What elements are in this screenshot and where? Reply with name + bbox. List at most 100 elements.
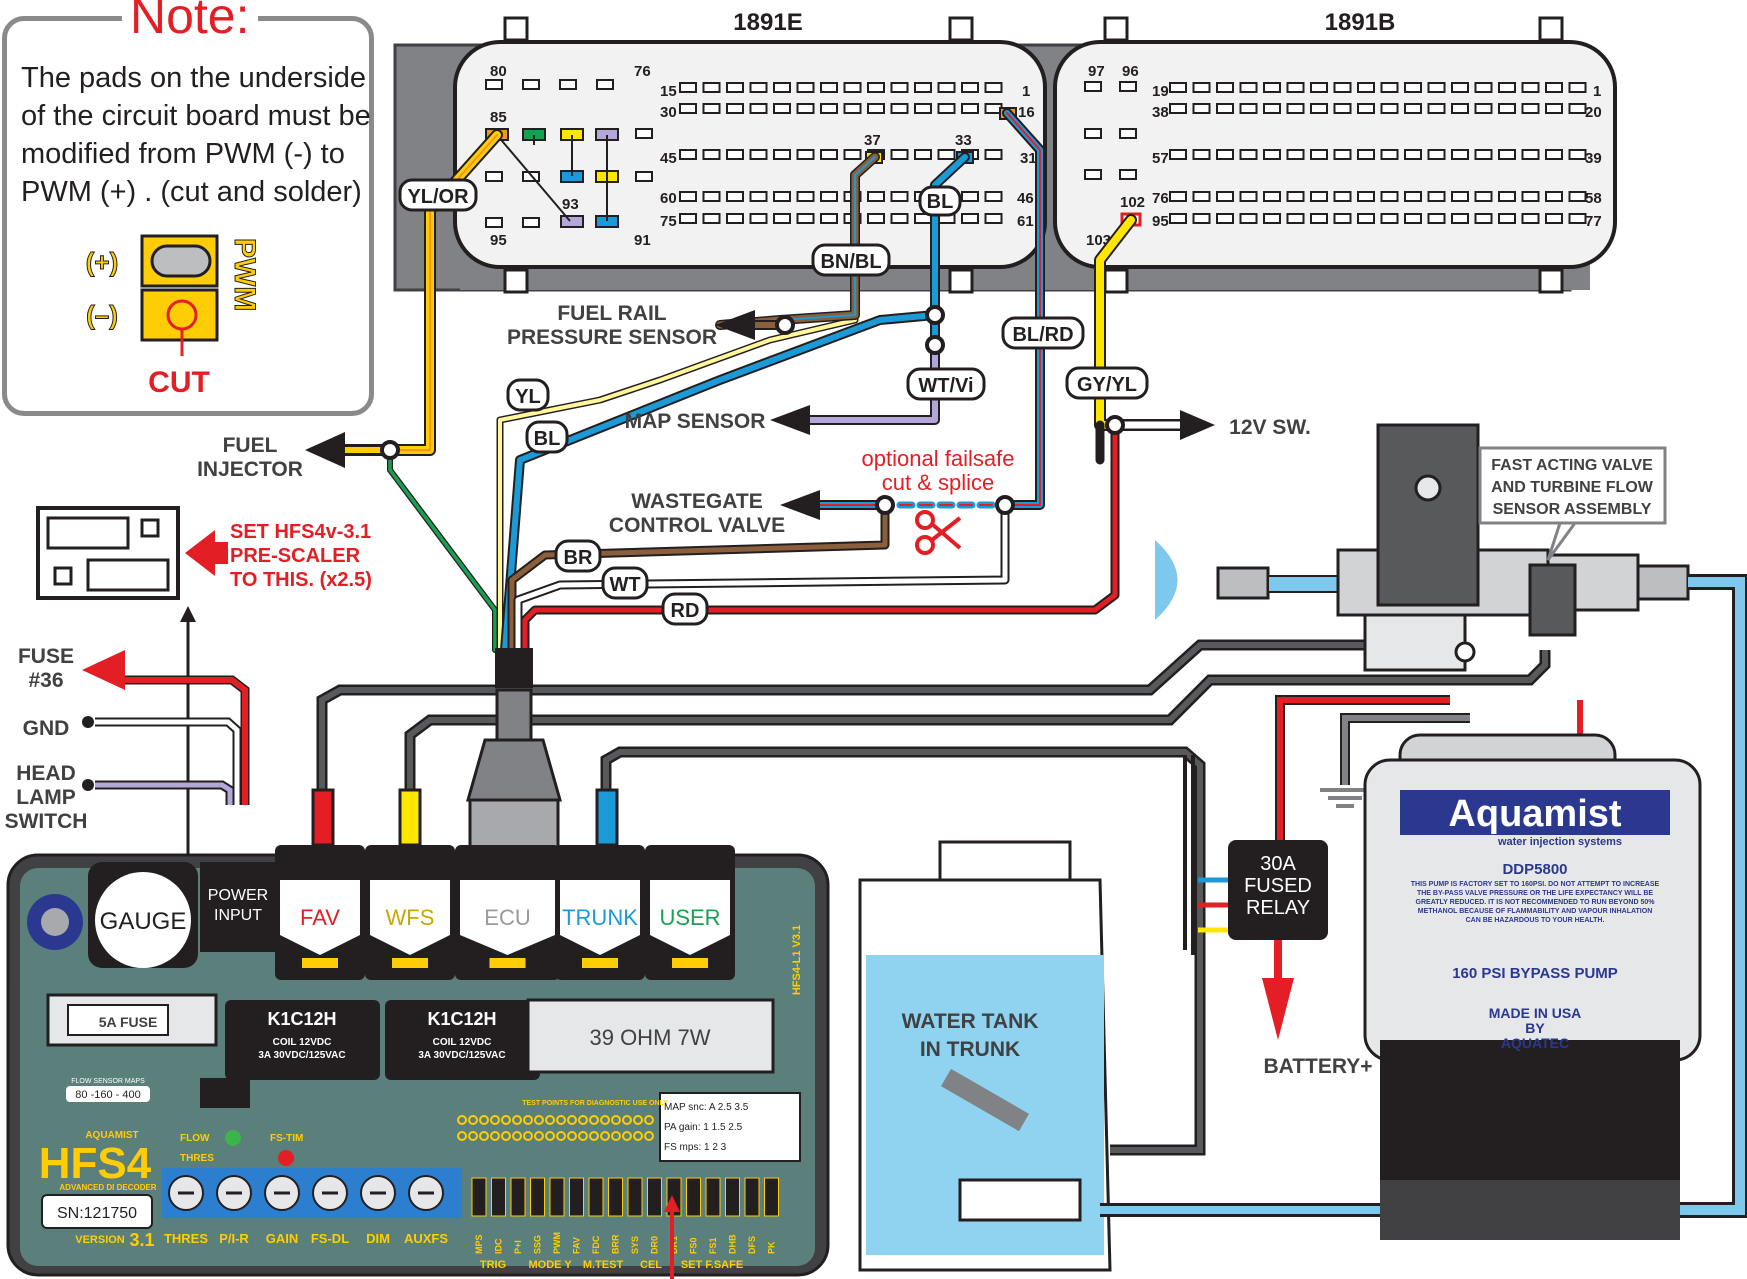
pin-slot [890,191,909,202]
pin-slot [1333,213,1352,224]
pin-slot [1545,149,1563,160]
pin-slot [796,82,815,93]
relay-2-label: K1C12H [427,1009,496,1029]
pin-slot [1568,149,1587,160]
test-point [545,1115,555,1125]
pin-slot [1357,82,1375,93]
pin-slot [1286,213,1305,224]
pin-slot [1084,128,1102,139]
pin-slot [1169,213,1187,224]
dip-switch[interactable] [686,1177,701,1217]
dip-label: PK [767,1241,777,1254]
fav-plug [311,788,335,847]
pot-label: DIM [366,1231,390,1246]
dip-switch[interactable] [705,1177,721,1217]
dip-switch[interactable] [530,1177,545,1217]
dip-switch[interactable] [471,1177,487,1217]
pin-slot [1545,103,1563,114]
dip-label: P+I [513,1240,523,1254]
note-text: The pads on the underside of the circuit… [21,62,371,208]
test-point [501,1115,511,1125]
pin-number: 77 [1585,213,1602,230]
pin-slot [867,191,885,202]
pump [1363,733,1702,1240]
map-settings-table: MAP snc: A 2.5 3.5 PA gain: 1 1.5 2.5 FS… [664,1102,749,1153]
pin-slot [1474,82,1493,93]
pin-slot [820,149,838,160]
dip-switch[interactable] [569,1177,584,1217]
dip-label: FDC [591,1235,601,1254]
pin-slot [1545,191,1563,202]
pin-slot [1192,149,1211,160]
port-face [560,880,640,955]
pin-slot [1310,103,1328,114]
pin-slot [820,191,838,202]
dip-switch[interactable] [549,1177,565,1217]
pin-slot [1169,149,1187,160]
pin-slot [1310,82,1328,93]
ecu-plug [466,648,562,852]
connector-1891e-title: 1891E [733,9,802,36]
dip-switch[interactable] [744,1177,760,1217]
pin-slot [1404,213,1422,224]
pin-number: 61 [1017,213,1034,230]
dip-switch[interactable] [764,1177,779,1217]
serial-number: SN:121750 [57,1205,137,1222]
pin-slot [867,82,885,93]
test-point [523,1115,533,1125]
resistor-label: 39 OHM 7W [589,1025,710,1050]
pin-slot [1216,82,1234,93]
pin-slot [890,149,909,160]
gnd-label: GND [23,717,70,740]
pin-slot [1498,149,1516,160]
dip-label: DR0 [650,1236,660,1254]
dip-switch[interactable] [647,1177,662,1217]
dip-switch[interactable] [608,1177,623,1217]
dip-switch[interactable] [510,1177,526,1217]
pin-slot [1263,82,1281,93]
led-thres-label: THRES [180,1153,214,1164]
pin-number: 33 [955,132,972,149]
pin-slot [1357,103,1375,114]
port-pins [302,958,338,968]
pin-number: 31 [1020,150,1037,167]
board-subtitle: ADVANCED DI DECODER [59,1183,156,1192]
pin-slot [522,79,540,90]
pin-slot [1380,213,1399,224]
dip-switch[interactable] [588,1177,604,1217]
pin-slot [867,213,885,224]
pin-slot [773,103,791,114]
pin-slot [961,191,979,202]
pin-slot [937,149,956,160]
pin-slot [1451,213,1469,224]
wire-label-yl-or: YL/OR [407,186,469,208]
test-point [479,1131,489,1141]
note-box: Note: The pads on the underside of the c… [2,0,374,416]
pump-bypass: 160 PSI BYPASS PUMP [1452,965,1618,982]
test-point [567,1115,577,1125]
port-face [280,880,360,955]
connector-1891b-pins [1084,81,1587,224]
test-point [589,1115,599,1125]
wire-label-bl-top: BL [927,191,954,213]
pin-slot [1216,191,1234,202]
pin-slot [726,213,744,224]
pin-slot [1239,103,1258,114]
dip-switch[interactable] [627,1177,643,1217]
pin-slot [843,103,862,114]
dip-switch[interactable] [725,1177,740,1217]
pa-gain: PA gain: 1 1.5 2.5 [664,1122,743,1133]
group-label: CEL [640,1259,662,1271]
pin-number: 38 [1152,104,1169,121]
pin-slot [914,82,932,93]
pin-slot [1192,191,1211,202]
dip-switch[interactable] [491,1177,506,1217]
pin-slot [702,191,721,202]
pin-number: 39 [1585,150,1602,167]
fs-mps: FS mps: 1 2 3 [664,1142,727,1153]
pin-slot [1119,81,1137,92]
